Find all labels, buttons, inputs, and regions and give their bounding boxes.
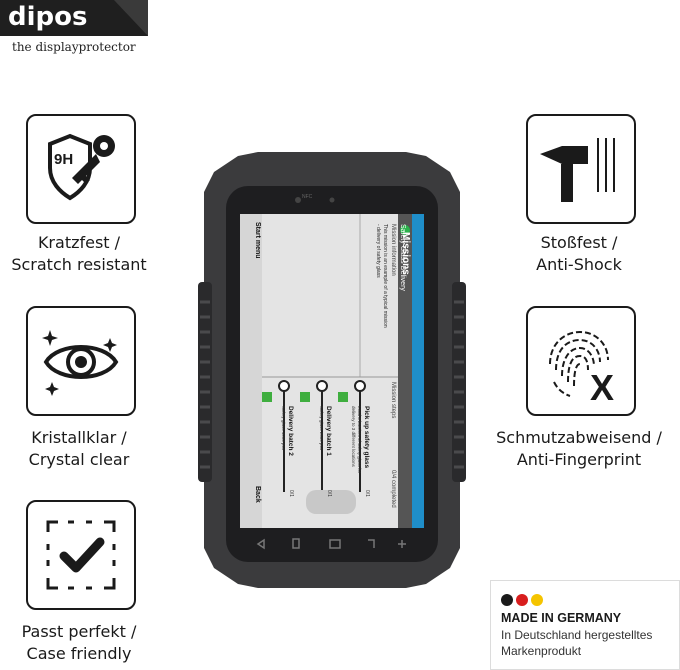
screen-step-1-progress: 0/1 (364, 490, 370, 497)
x-mark-text: X (590, 367, 614, 408)
screen-step-3-title: Delivery batch 2 (287, 406, 294, 456)
made-in-germany-title: MADE IN GERMANY (501, 611, 622, 625)
feature-shock-box (526, 114, 636, 224)
feature-clear-line1: Kristallklar / (31, 428, 127, 447)
brand-logo: dipos (0, 0, 150, 36)
flag-dot-red (516, 594, 528, 606)
feature-scratch-label: Kratzfest / Scratch resistant (0, 232, 179, 276)
rugged-device: Missions Safety Glass Delivery Mission i… (198, 152, 466, 588)
feature-scratch-line2: Scratch resistant (11, 255, 147, 274)
screen-step-2-detail: Safety glass 2500 pcs (319, 406, 324, 451)
screen-info-heading: Mission information (390, 224, 396, 276)
feature-case-line2: Case friendly (26, 644, 132, 663)
screen-step-3-detail: Safety glass 4000 pcs (281, 406, 286, 451)
feature-case-label: Passt perfekt / Case friendly (0, 621, 179, 665)
feature-clear-line2: Crystal clear (28, 450, 130, 469)
feature-scratch-line1: Kratzfest / (37, 233, 121, 252)
brand-tagline: the displayprotector (12, 40, 136, 54)
hammer-icon (540, 138, 615, 202)
screen-info-text-2: - delivery of safety glass (375, 224, 381, 278)
shield-key-9h-icon: 9H (48, 133, 115, 201)
feature-fingerprint-label: Schmutzabweisend / Anti-Fingerprint (479, 427, 679, 471)
screen-step-2-title: Delivery batch 1 (325, 406, 332, 456)
fingerprint-x-icon: X (549, 330, 614, 408)
feature-fingerprint-line1: Schmutzabweisend / (496, 428, 662, 447)
screen-info-text-1: This mission is an example of a typical … (382, 224, 388, 328)
feature-clear-box (26, 306, 136, 416)
screen-steps-heading: Mission steps (390, 382, 396, 419)
screen-back-button[interactable]: Back (254, 486, 261, 503)
made-in-germany-badge: MADE IN GERMANY In Deutschland hergestel… (490, 580, 680, 670)
screen-step-2-progress: 0/1 (326, 490, 332, 497)
screen-step-1-detail-1: Load 3 batches of safety glass for (357, 406, 362, 474)
feature-scratch-box: 9H (26, 114, 136, 224)
screen-nfc-label: NFC (302, 194, 313, 200)
feature-case-box (26, 500, 136, 610)
screen-start-button[interactable]: Start menu (254, 222, 261, 259)
flag-dot-gold (531, 594, 543, 606)
brand-name: dipos (8, 2, 88, 32)
made-in-germany-line3: Markenprodukt (501, 644, 582, 658)
feature-shock-line1: Stoßfest / (540, 233, 618, 252)
nine-h-text: 9H (54, 151, 73, 168)
screen-step-1-title: Pick up safety glass (363, 406, 370, 469)
checkmark-frame-icon (46, 520, 116, 590)
screen-subtitle: Safety Glass Delivery (399, 224, 406, 291)
device-screen (240, 214, 424, 528)
feature-fingerprint-box: X (526, 306, 636, 416)
screen-step-1-detail-2: delivery to 3 different locations (351, 406, 356, 467)
feature-case-line1: Passt perfekt / (21, 622, 137, 641)
feature-clear-label: Kristallklar / Crystal clear (0, 427, 179, 471)
screen-step-3-progress: 0/1 (288, 490, 294, 497)
flag-dot-black (501, 594, 513, 606)
device-illustration (198, 152, 466, 588)
feature-fingerprint-line2: Anti-Fingerprint (516, 450, 642, 469)
made-in-germany-line2: In Deutschland hergestelltes (501, 628, 653, 642)
screen-steps-count: 0/4 completed (390, 470, 396, 508)
feature-shock-line2: Anti-Shock (536, 255, 622, 274)
device-soft-keys (256, 538, 406, 550)
eye-sparkle-icon (42, 330, 119, 396)
feature-shock-label: Stoßfest / Anti-Shock (479, 232, 679, 276)
